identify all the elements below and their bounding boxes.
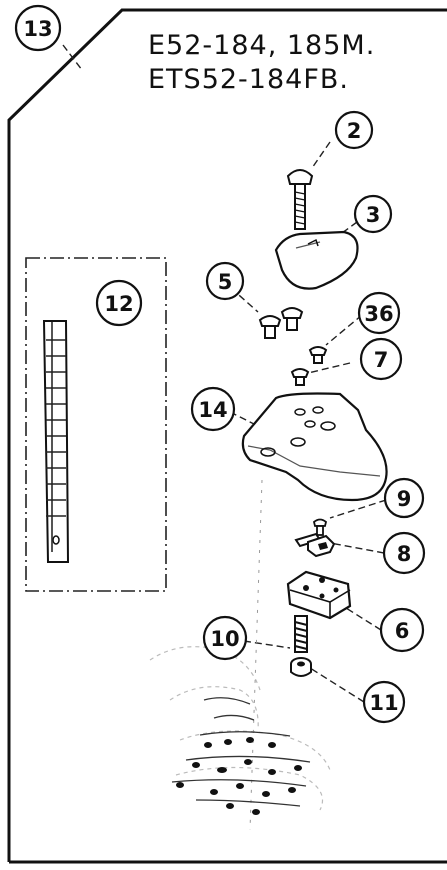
title-line-1: E52-184, 185M. [148, 30, 376, 61]
callout-10: 10 [202, 615, 248, 661]
callout-8: 8 [382, 531, 426, 575]
callout-6: 6 [379, 607, 425, 653]
callout-10-label: 10 [210, 627, 239, 651]
diagram-frame [7, 8, 447, 864]
kit-box [25, 257, 167, 592]
part-5-screws [258, 307, 304, 339]
callout-13-label: 13 [23, 17, 52, 41]
part-8-bracket [294, 532, 336, 558]
part-9-screw [312, 518, 328, 536]
part-10-spring [294, 615, 308, 653]
callout-5-label: 5 [218, 270, 233, 294]
callout-9: 9 [383, 477, 425, 519]
callout-12: 12 [95, 279, 143, 327]
callout-2-label: 2 [347, 119, 362, 143]
callout-5: 5 [205, 261, 245, 301]
title-line-2: ETS52-184FB. [148, 64, 349, 95]
callout-9-label: 9 [397, 487, 412, 511]
callout-36-label: 36 [364, 302, 393, 326]
callout-8-label: 8 [397, 542, 412, 566]
callout-3-label: 3 [366, 203, 381, 227]
part-11-nut [290, 657, 312, 677]
part-7-screw [290, 368, 310, 386]
lower-assembly-outlines [171, 697, 311, 807]
callout-11-label: 11 [369, 691, 398, 715]
lower-assembly-fragments [176, 737, 302, 815]
callout-36: 36 [357, 291, 401, 335]
leader-lines [62, 44, 387, 703]
callout-14: 14 [190, 386, 236, 432]
part-2-screw [286, 169, 314, 230]
part-6-block [286, 570, 352, 620]
part-36-screw [308, 346, 328, 364]
callout-14-label: 14 [198, 398, 227, 422]
callout-7-label: 7 [374, 348, 389, 372]
part-3-plate [274, 230, 359, 290]
callout-11: 11 [362, 680, 406, 724]
callout-12-label: 12 [104, 292, 133, 316]
callout-7: 7 [359, 337, 403, 381]
callout-2: 2 [334, 110, 374, 150]
part-12-scale-strip [42, 320, 70, 563]
part-14-plate [241, 392, 388, 502]
callout-6-label: 6 [395, 619, 410, 643]
assembly-axis [249, 479, 263, 831]
callout-3: 3 [353, 194, 393, 234]
callout-13: 13 [14, 4, 62, 52]
